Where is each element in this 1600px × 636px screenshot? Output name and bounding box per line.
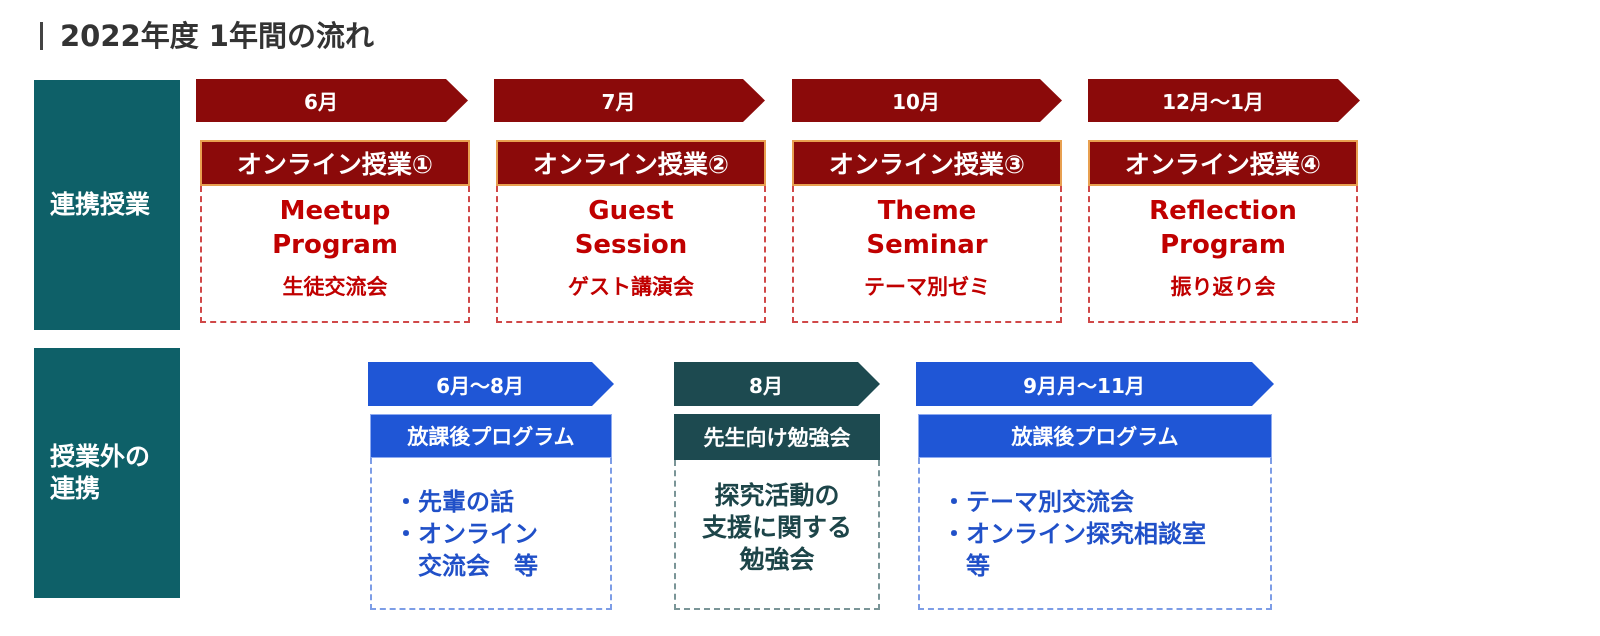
- bullet-continuation: 交流会 等: [394, 550, 610, 582]
- row-label-classes-text: 連携授業: [50, 190, 151, 219]
- class-title-line-1: Meetup: [279, 196, 391, 226]
- page-title: 2022年度 1年間の流れ: [60, 19, 374, 53]
- outside-card-2: 探究活動の 支援に関する 勉強会: [674, 460, 880, 610]
- bullet-text: テーマ別交流会: [966, 488, 1134, 516]
- month-arrow-outside-1: 6月～8月: [368, 362, 614, 406]
- bullet-text: オンライン探究相談室: [966, 520, 1206, 548]
- row-label-outside: 授業外の 連携: [34, 348, 180, 598]
- class-header-4: オンライン授業④: [1088, 140, 1358, 186]
- class-subtitle: 振り返り会: [1170, 275, 1276, 299]
- bullet-item: ・オンライン: [394, 518, 610, 550]
- outside-header-2: 先生向け勉強会: [674, 414, 880, 460]
- month-arrow-class-4: 12月～1月: [1088, 79, 1360, 122]
- bullet-text: 先輩の話: [418, 488, 514, 516]
- title-accent-bar: [40, 22, 43, 50]
- class-title-line-2: Program: [272, 230, 398, 260]
- class-header-1: オンライン授業①: [200, 140, 470, 186]
- row-label-classes: 連携授業: [34, 80, 180, 330]
- bullet-text: オンライン: [418, 520, 538, 548]
- row-label-outside-line-2: 連携: [50, 474, 101, 503]
- class-card-3: Theme Seminar テーマ別ゼミ: [792, 186, 1062, 323]
- class-title-line-1: Guest: [588, 196, 674, 226]
- bullet-mark: ・: [942, 488, 966, 516]
- month-arrow-class-1: 6月: [196, 79, 468, 122]
- class-subtitle: 生徒交流会: [282, 275, 388, 299]
- class-card-2: Guest Session ゲスト講演会: [496, 186, 766, 323]
- bullet-item: ・オンライン探究相談室: [942, 518, 1270, 550]
- bullet-mark: ・: [394, 488, 418, 516]
- class-card-4: Reflection Program 振り返り会: [1088, 186, 1358, 323]
- month-arrow-outside-2: 8月: [674, 362, 880, 406]
- class-header-3: オンライン授業③: [792, 140, 1062, 186]
- class-title-line-2: Program: [1160, 230, 1286, 260]
- class-subtitle: テーマ別ゼミ: [864, 275, 990, 299]
- bullet-item: ・先輩の話: [394, 486, 610, 518]
- bullet-mark: ・: [942, 520, 966, 548]
- card-text-line: 支援に関する: [701, 513, 852, 542]
- row-label-outside-line-1: 授業外の: [50, 442, 151, 471]
- outside-header-1: 放課後プログラム: [370, 414, 612, 458]
- class-title-line-2: Session: [574, 230, 688, 260]
- class-card-1: Meetup Program 生徒交流会: [200, 186, 470, 323]
- class-title-line-1: Reflection: [1149, 196, 1297, 226]
- month-arrow-outside-3: 9月月～11月: [916, 362, 1274, 406]
- outside-card-1: ・先輩の話 ・オンライン 交流会 等: [370, 458, 612, 610]
- bullet-continuation: 等: [942, 550, 1270, 582]
- outside-card-3: ・テーマ別交流会 ・オンライン探究相談室 等: [918, 458, 1272, 610]
- class-subtitle: ゲスト講演会: [568, 275, 694, 299]
- bullet-mark: ・: [394, 520, 418, 548]
- card-text-line: 探究活動の: [714, 481, 840, 510]
- class-title-line-1: Theme: [877, 196, 977, 226]
- bullet-text: 等: [966, 552, 990, 580]
- month-arrow-class-2: 7月: [494, 79, 765, 122]
- month-arrow-class-3: 10月: [792, 79, 1062, 122]
- bullet-item: ・テーマ別交流会: [942, 486, 1270, 518]
- bullet-text: 交流会 等: [418, 552, 538, 580]
- class-header-2: オンライン授業②: [496, 140, 766, 186]
- class-title-line-2: Seminar: [866, 230, 988, 260]
- card-text-line: 勉強会: [739, 545, 815, 574]
- outside-header-3: 放課後プログラム: [918, 414, 1272, 458]
